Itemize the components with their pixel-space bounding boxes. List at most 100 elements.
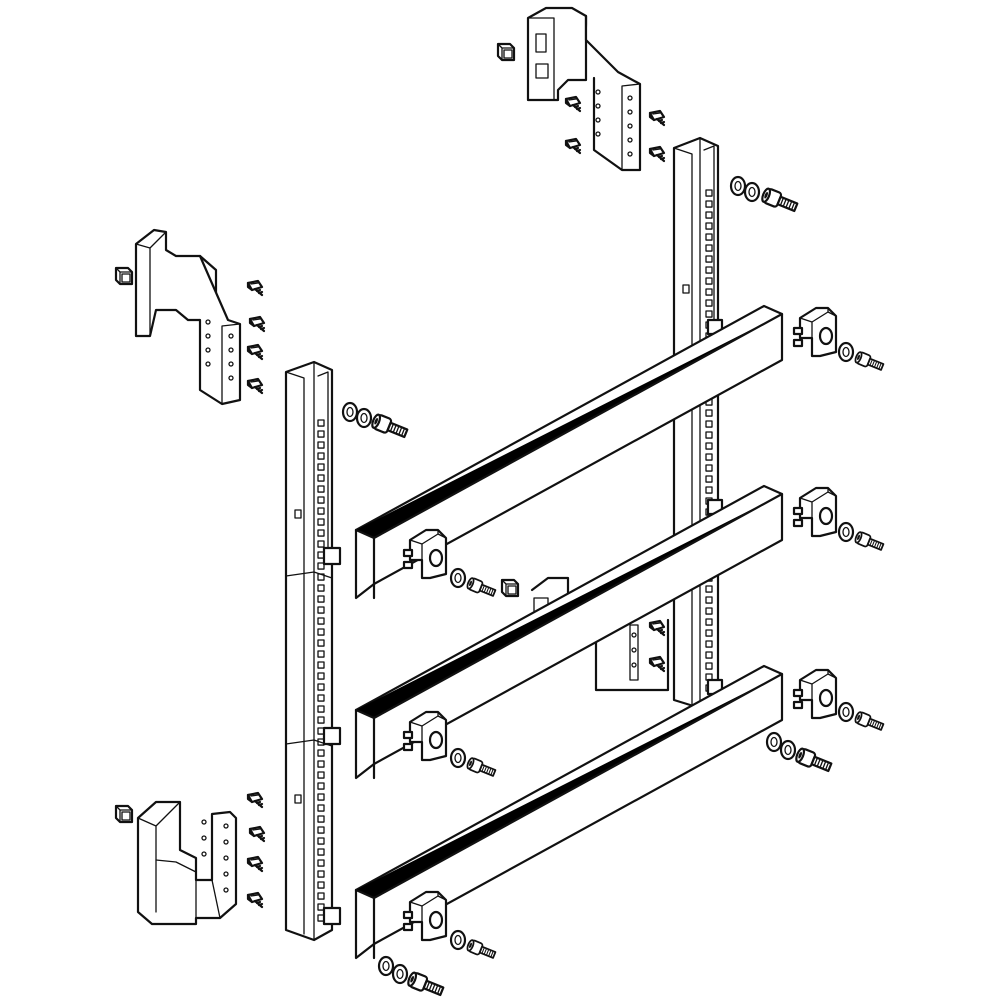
rail-notch	[317, 661, 325, 669]
busbar-upper	[354, 304, 784, 600]
rail-notch	[317, 606, 325, 614]
self-tapping-screw	[246, 791, 264, 809]
rail-notch	[705, 629, 713, 637]
rail-notch	[317, 507, 325, 515]
rail-notch	[705, 310, 713, 318]
clamp-block	[792, 668, 838, 720]
rail-notch	[705, 266, 713, 274]
clamp-block	[792, 306, 838, 358]
rail-notch	[317, 771, 325, 779]
rail-notch	[705, 453, 713, 461]
rail-notch	[317, 419, 325, 427]
rail-notch	[317, 595, 325, 603]
rail-notch	[705, 222, 713, 230]
rail-notch	[317, 496, 325, 504]
rail-notch	[317, 760, 325, 768]
rail-notch	[317, 859, 325, 867]
self-tapping-screw	[648, 109, 666, 127]
socket-head-screw	[369, 412, 410, 442]
washer	[837, 341, 855, 363]
angle-bracket-top	[526, 6, 642, 172]
socket-head-screw	[405, 970, 446, 1000]
rail-notch	[317, 804, 325, 812]
rail-notch	[317, 892, 325, 900]
rail-notch	[705, 464, 713, 472]
rail-notch	[705, 475, 713, 483]
self-tapping-screw	[246, 855, 264, 873]
washer	[765, 731, 783, 753]
self-tapping-screw	[246, 891, 264, 909]
rail-notch	[705, 585, 713, 593]
rail-notch	[317, 881, 325, 889]
support-rail-right	[672, 136, 724, 710]
rail-notch	[317, 639, 325, 647]
socket-head-screw	[853, 530, 886, 554]
rail-notch	[705, 651, 713, 659]
rail-notch	[705, 607, 713, 615]
cage-nut	[114, 266, 134, 286]
washer	[779, 739, 797, 761]
rail-notch	[317, 749, 325, 757]
socket-head-screw	[465, 576, 498, 600]
rail-notch	[705, 596, 713, 604]
rail-notch	[317, 837, 325, 845]
rail-notch	[317, 452, 325, 460]
rail-notch	[705, 189, 713, 197]
rail-notch	[705, 420, 713, 428]
angle-bracket-left-upper	[134, 228, 242, 406]
rail-notch	[317, 463, 325, 471]
rail-notch	[317, 485, 325, 493]
rail-notch	[317, 716, 325, 724]
busbar-middle	[354, 484, 784, 780]
self-tapping-screw	[246, 279, 264, 297]
rail-notch	[705, 288, 713, 296]
self-tapping-screw	[248, 315, 266, 333]
washer	[449, 567, 467, 589]
rail-notch	[317, 672, 325, 680]
socket-head-screw	[465, 756, 498, 780]
rail-notch	[317, 518, 325, 526]
rail-notch	[317, 694, 325, 702]
rail-notch	[705, 299, 713, 307]
rail-notch	[705, 618, 713, 626]
rail-notch	[705, 255, 713, 263]
rail-notch	[317, 573, 325, 581]
cage-nut	[496, 42, 516, 62]
socket-head-screw	[853, 350, 886, 374]
washer	[837, 521, 855, 543]
rail-notch	[705, 486, 713, 494]
washer	[377, 955, 395, 977]
rail-notch	[317, 782, 325, 790]
self-tapping-screw	[564, 95, 582, 113]
washer	[729, 175, 747, 197]
rail-notch	[705, 277, 713, 285]
clamp-block	[792, 486, 838, 538]
socket-head-screw	[465, 938, 498, 962]
socket-head-screw	[759, 186, 800, 216]
rail-notch	[317, 430, 325, 438]
rail-notch	[317, 650, 325, 658]
washer	[743, 181, 761, 203]
washer	[449, 747, 467, 769]
rail-notch	[317, 848, 325, 856]
rail-notch	[317, 474, 325, 482]
rail-notch	[705, 662, 713, 670]
washer	[837, 701, 855, 723]
rail-notch	[317, 683, 325, 691]
rail-notch	[705, 200, 713, 208]
rail-notch	[705, 442, 713, 450]
socket-head-screw	[853, 710, 886, 734]
rail-notch	[317, 705, 325, 713]
rail-notch	[317, 815, 325, 823]
self-tapping-screw	[648, 145, 666, 163]
rail-notch	[705, 233, 713, 241]
self-tapping-screw	[246, 343, 264, 361]
rail-notch	[317, 628, 325, 636]
rail-notch	[705, 244, 713, 252]
cage-nut	[500, 578, 520, 598]
rail-notch	[317, 562, 325, 570]
rail-notch	[317, 617, 325, 625]
rail-notch	[317, 529, 325, 537]
rail-notch	[705, 211, 713, 219]
